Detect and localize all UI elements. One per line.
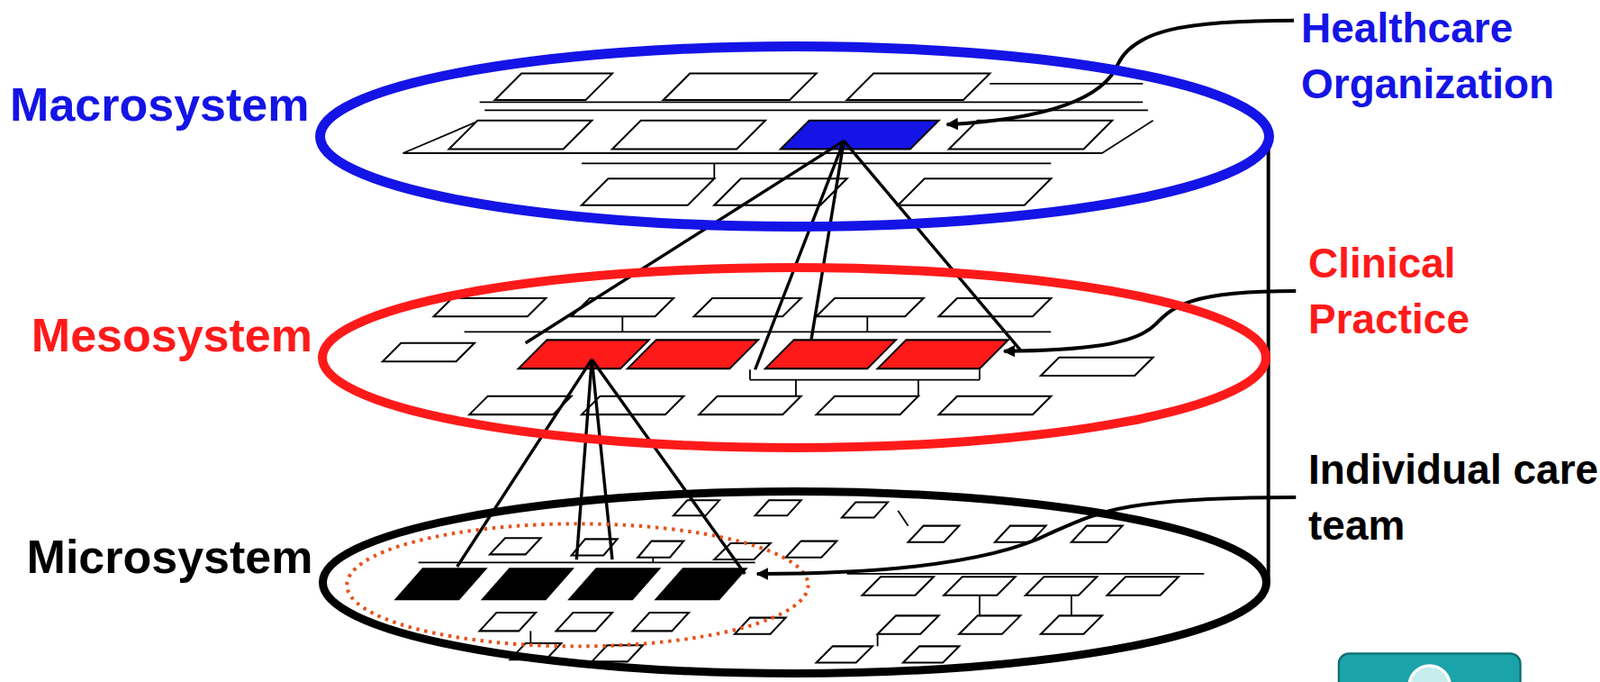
team-highlight-ring: [346, 523, 808, 646]
org-chart-wire: [713, 162, 715, 179]
org-chart-box: [841, 502, 888, 518]
org-chart-wire: [917, 379, 920, 397]
org-chart-wire: [847, 572, 1205, 575]
level-link-line: [525, 140, 845, 343]
org-chart-wire: [403, 152, 1103, 154]
org-chart-box: [571, 298, 674, 317]
org-chart-box: [862, 576, 934, 595]
org-chart-box: [949, 120, 1112, 150]
org-chart-box: [780, 120, 940, 150]
org-chart-box: [786, 541, 838, 558]
org-chart-box: [632, 612, 689, 631]
org-chart-box: [518, 339, 650, 369]
org-chart-box: [698, 396, 801, 415]
org-chart-box: [847, 73, 991, 100]
ellipse-outline: [315, 41, 1275, 232]
level-link-line: [811, 140, 844, 340]
level-link-line: [457, 359, 593, 567]
org-chart-box: [581, 178, 715, 205]
org-chart-box: [495, 73, 613, 100]
callout-label: Clinical Practice: [1308, 235, 1600, 347]
org-chart-wire: [897, 510, 908, 526]
org-chart-box: [627, 339, 759, 369]
org-chart-wire: [479, 100, 1144, 103]
level-link-line: [755, 140, 845, 370]
callout-label: Healthcare Organization: [1301, 0, 1599, 112]
mesosystem-ellipse: Mesosystem: [317, 262, 1271, 452]
org-chart-wire: [795, 379, 797, 397]
org-chart-box: [943, 576, 1015, 595]
org-chart-box: [1040, 357, 1154, 376]
org-chart-wire: [464, 330, 1052, 333]
org-chart-box: [765, 339, 896, 369]
microsystem-ellipse: Microsystem: [318, 487, 1271, 678]
org-chart-box: [663, 73, 817, 100]
ellipse-outline: [317, 262, 1271, 452]
org-chart-box: [877, 614, 940, 633]
org-chart-box: [449, 120, 593, 150]
org-chart-wire: [1070, 595, 1073, 616]
org-chart-box: [482, 568, 573, 599]
ellipse-outline: [318, 487, 1271, 678]
org-chart-wire: [749, 369, 751, 380]
level-link-line: [576, 359, 592, 560]
system-level-name: Macrosystem: [9, 76, 309, 133]
org-chart-box: [903, 645, 959, 662]
org-chart-box: [1025, 576, 1097, 595]
callout-label: Individual care team: [1308, 441, 1600, 553]
corner-icon: [1338, 652, 1521, 682]
org-chart-box: [816, 645, 873, 662]
org-chart-box: [1071, 525, 1123, 543]
corner-icon-mark: [1409, 665, 1450, 682]
org-chart-wire: [1102, 120, 1154, 154]
org-chart-box: [908, 525, 960, 543]
org-chart-box: [1040, 614, 1103, 633]
system-level-name: Microsystem: [27, 528, 314, 585]
org-chart-wire: [750, 379, 980, 381]
org-chart-wire: [876, 633, 879, 647]
org-chart-wire: [989, 82, 1143, 85]
org-chart-box: [694, 298, 802, 317]
level-link-line: [591, 359, 745, 574]
org-chart-box: [396, 568, 487, 599]
org-chart-box: [714, 542, 770, 560]
org-chart-box: [958, 614, 1021, 633]
macrosystem-ellipse: Macrosystem: [315, 41, 1275, 232]
system-level-name: Mesosystem: [31, 307, 313, 363]
org-chart-box: [897, 178, 1051, 205]
org-chart-box: [479, 612, 536, 631]
org-chart-box: [734, 617, 787, 634]
org-chart-box: [816, 298, 924, 317]
ellipse-outline: [319, 45, 1269, 226]
org-chart-box: [433, 298, 547, 317]
ellipse-outline: [322, 267, 1266, 448]
org-chart-box: [816, 396, 919, 415]
leader-line: [757, 497, 1296, 574]
org-chart-box: [569, 568, 660, 599]
org-chart-box: [939, 396, 1052, 415]
org-chart-box: [489, 537, 542, 554]
org-chart-wire: [978, 369, 981, 380]
org-chart-wire: [621, 316, 624, 332]
org-chart-wire: [978, 595, 981, 616]
org-chart-box: [591, 644, 643, 661]
org-chart-wire: [529, 630, 532, 643]
org-chart-box: [939, 298, 1052, 317]
org-chart-box: [382, 343, 475, 362]
org-chart-box: [556, 612, 613, 631]
org-chart-wire: [418, 561, 756, 564]
org-chart-wire: [866, 316, 868, 332]
org-chart-box: [637, 541, 684, 558]
level-link-line: [591, 359, 613, 560]
org-chart-box: [877, 339, 1009, 369]
level-link-line: [843, 140, 1021, 350]
org-chart-box: [612, 120, 766, 150]
org-chart-box: [755, 499, 802, 516]
ellipse-outline: [322, 490, 1266, 673]
org-chart-wire: [581, 162, 1051, 164]
org-chart-box: [1107, 576, 1179, 595]
org-chart-box: [656, 568, 747, 599]
